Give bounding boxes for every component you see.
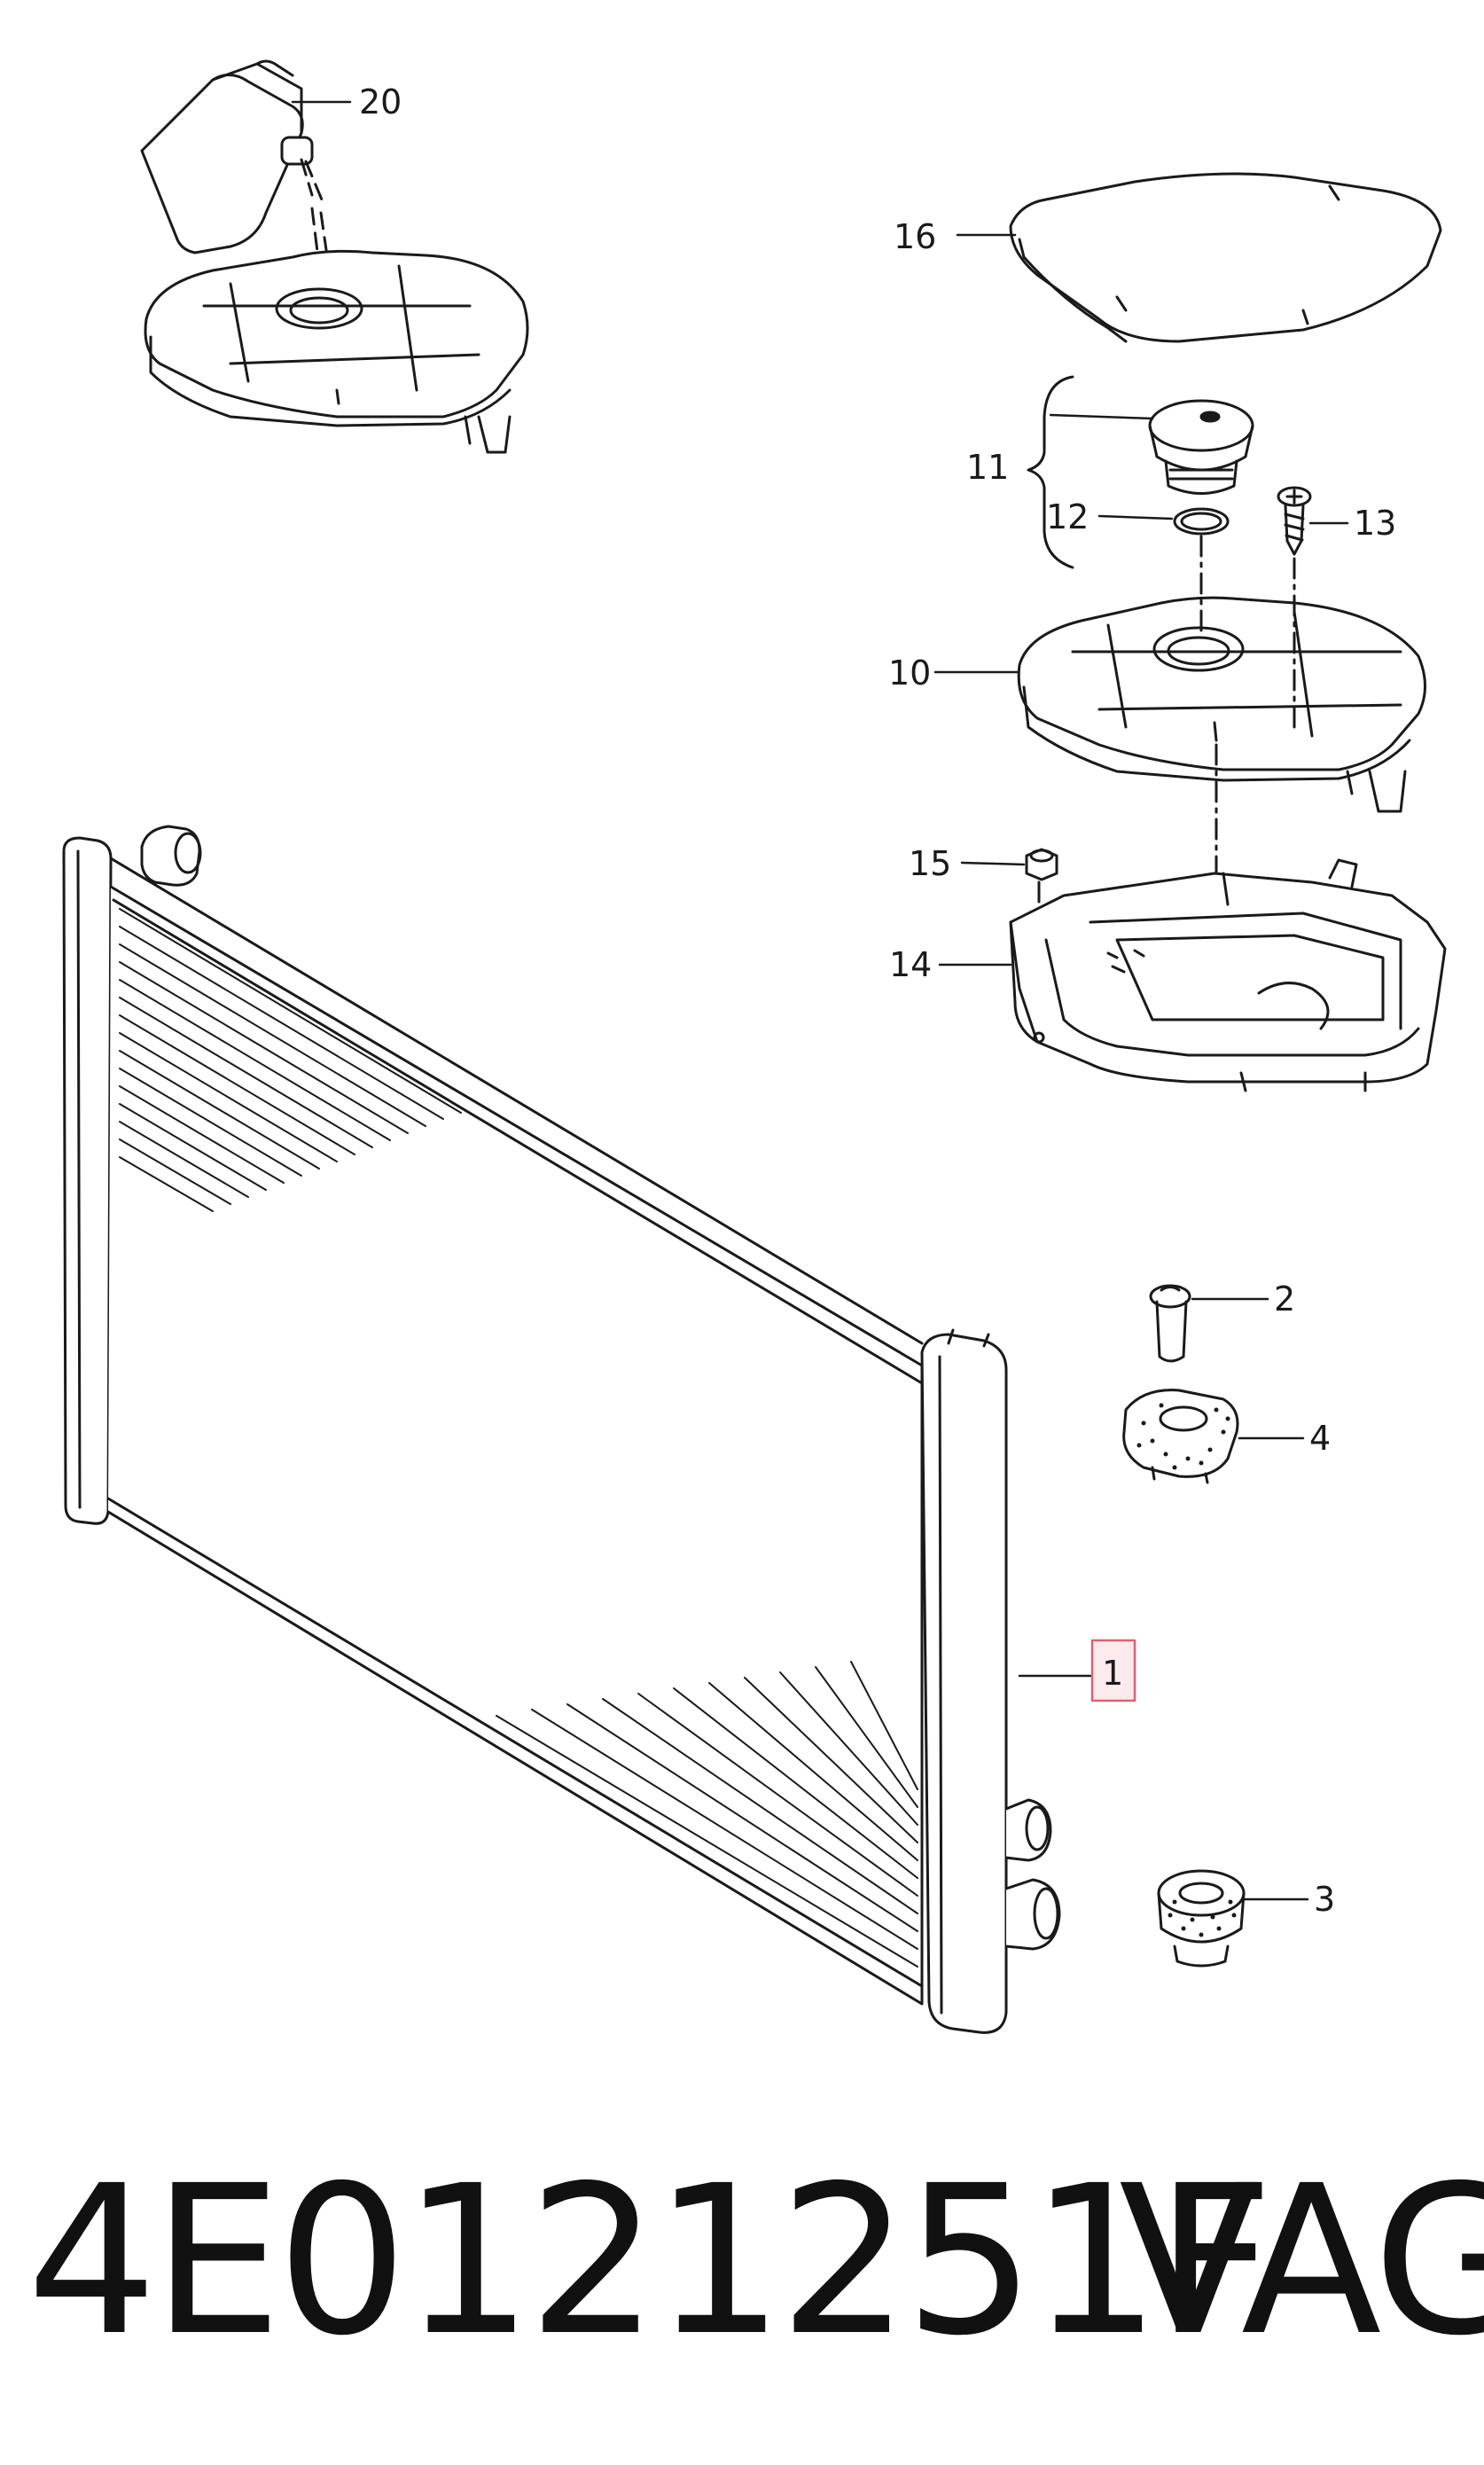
callout-3: 3 [1314,1880,1335,1919]
part-number: 4E0121251F [27,2141,1274,2381]
part-4-rubber-mount [1122,1389,1239,1484]
part-16-cover [1009,172,1442,343]
brace-11 [1027,375,1074,569]
part-15-nut [1025,848,1058,881]
callout-1-highlight-box [1090,1639,1136,1702]
callout-1: 1 [1102,1654,1123,1693]
callout-15: 15 [909,844,951,883]
brand-name: VAG [1119,2141,1484,2381]
part-20-fluid-bottle [140,59,332,277]
callout-14: 14 [889,945,932,984]
part-3-grommet [1157,1869,1246,1968]
callout-12: 12 [1046,497,1089,536]
part-12-seal-ring [1173,507,1230,536]
part-1-radiator [62,825,1061,2034]
part-20-reservoir [144,249,529,454]
callout-11: 11 [966,448,1009,487]
part-10-reservoir [1017,596,1426,813]
part-11-cap [1148,399,1254,495]
part-13-screw [1277,486,1312,556]
footer: 4E0121251F VAG [0,2128,1484,2394]
callout-2: 2 [1274,1279,1295,1319]
leader-lines [291,100,1349,1901]
callout-16: 16 [894,217,936,256]
callout-20: 20 [359,82,402,121]
part-14-bracket [1009,858,1447,1092]
callout-10: 10 [888,653,931,693]
callout-13: 13 [1354,504,1396,543]
callout-4: 4 [1309,1419,1331,1458]
part-2-pin [1149,1284,1191,1363]
